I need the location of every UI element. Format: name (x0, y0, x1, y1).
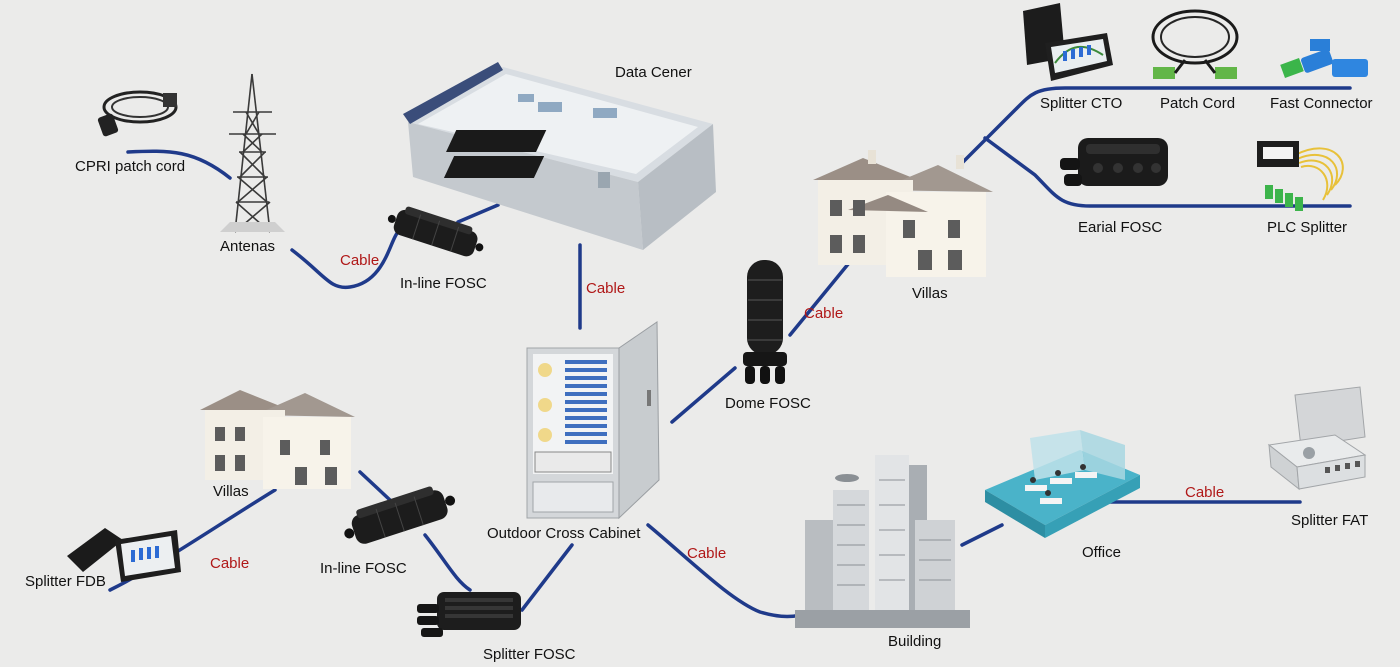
splitter-fdb-icon (67, 528, 181, 582)
splitter-fat-label: Splitter FAT (1291, 512, 1369, 529)
cpri-patch-cord-icon (97, 90, 178, 137)
link-building-office (960, 523, 1004, 547)
villas-left-label: Villas (213, 483, 249, 500)
building-label: Building (888, 633, 942, 650)
splitter-fdb-label: Splitter FDB (25, 573, 106, 590)
inline-fosc-top-icon (387, 206, 484, 257)
inline-fosc-top-label: In-line FOSC (400, 275, 487, 292)
link-dome-villas (788, 250, 860, 337)
link-cpri-antenna (126, 149, 232, 180)
office-label: Office (1082, 544, 1121, 561)
link-villas-cto (958, 86, 1352, 167)
splitter-fosc-label: Splitter FOSC (483, 646, 576, 663)
cable-label-cabinet-building: Cable (687, 545, 727, 562)
cable-label-dome-villas: Cable (804, 305, 844, 322)
link-cabinet-building (646, 523, 814, 619)
fast-connector-label: Fast Connector (1270, 95, 1373, 112)
splitter-cto-label: Splitter CTO (1040, 95, 1123, 112)
villas-right-icon (813, 150, 993, 277)
antenna-label: Antenas (220, 238, 276, 255)
link-villas-inline-left (358, 470, 392, 502)
link-antenna-inline (290, 230, 400, 290)
data-center-icon (403, 62, 716, 250)
antenna-tower-icon (220, 73, 285, 233)
villas-right-label: Villas (912, 285, 948, 302)
patch-cord-icon (1151, 9, 1239, 79)
fast-connector-icon (1280, 39, 1368, 78)
inline-fosc-left-label: In-line FOSC (320, 560, 407, 577)
villas-left-icon (200, 390, 355, 489)
cable-label-fdb-villas: Cable (210, 555, 250, 572)
splitter-fat-icon (1267, 386, 1367, 491)
aerial-fosc-label: Earial FOSC (1078, 219, 1163, 236)
link-inline-splitter-fosc (423, 533, 472, 592)
outdoor-cross-cabinet-label: Outdoor Cross Cabinet (487, 525, 641, 542)
cpri-patch-cord-label: CPRI patch cord (75, 158, 186, 175)
cable-label-office-fat: Cable (1185, 484, 1225, 501)
splitter-cto-icon (1023, 3, 1113, 81)
splitter-fosc-icon (417, 592, 521, 637)
link-villas-aerial (983, 136, 1352, 208)
plc-splitter-icon (1257, 141, 1344, 211)
dome-fosc-label: Dome FOSC (725, 395, 811, 412)
office-icon (985, 430, 1140, 538)
dome-fosc-icon (743, 260, 787, 384)
inline-fosc-left-icon (344, 486, 456, 544)
patch-cord-label: Patch Cord (1160, 95, 1236, 112)
building-icon (795, 455, 970, 628)
data-center-label: Data Cener (615, 64, 692, 81)
outdoor-cross-cabinet-icon (526, 321, 660, 520)
link-inline-datacenter (456, 203, 500, 224)
aerial-fosc-icon (1060, 138, 1168, 186)
cable-label-datacenter-cabinet: Cable (586, 280, 626, 297)
plc-splitter-label: PLC Splitter (1267, 219, 1348, 236)
link-splitter-fosc-cabinet (520, 543, 574, 612)
link-cabinet-dome (670, 366, 737, 424)
cable-label-antenna-inline: Cable (340, 252, 380, 269)
